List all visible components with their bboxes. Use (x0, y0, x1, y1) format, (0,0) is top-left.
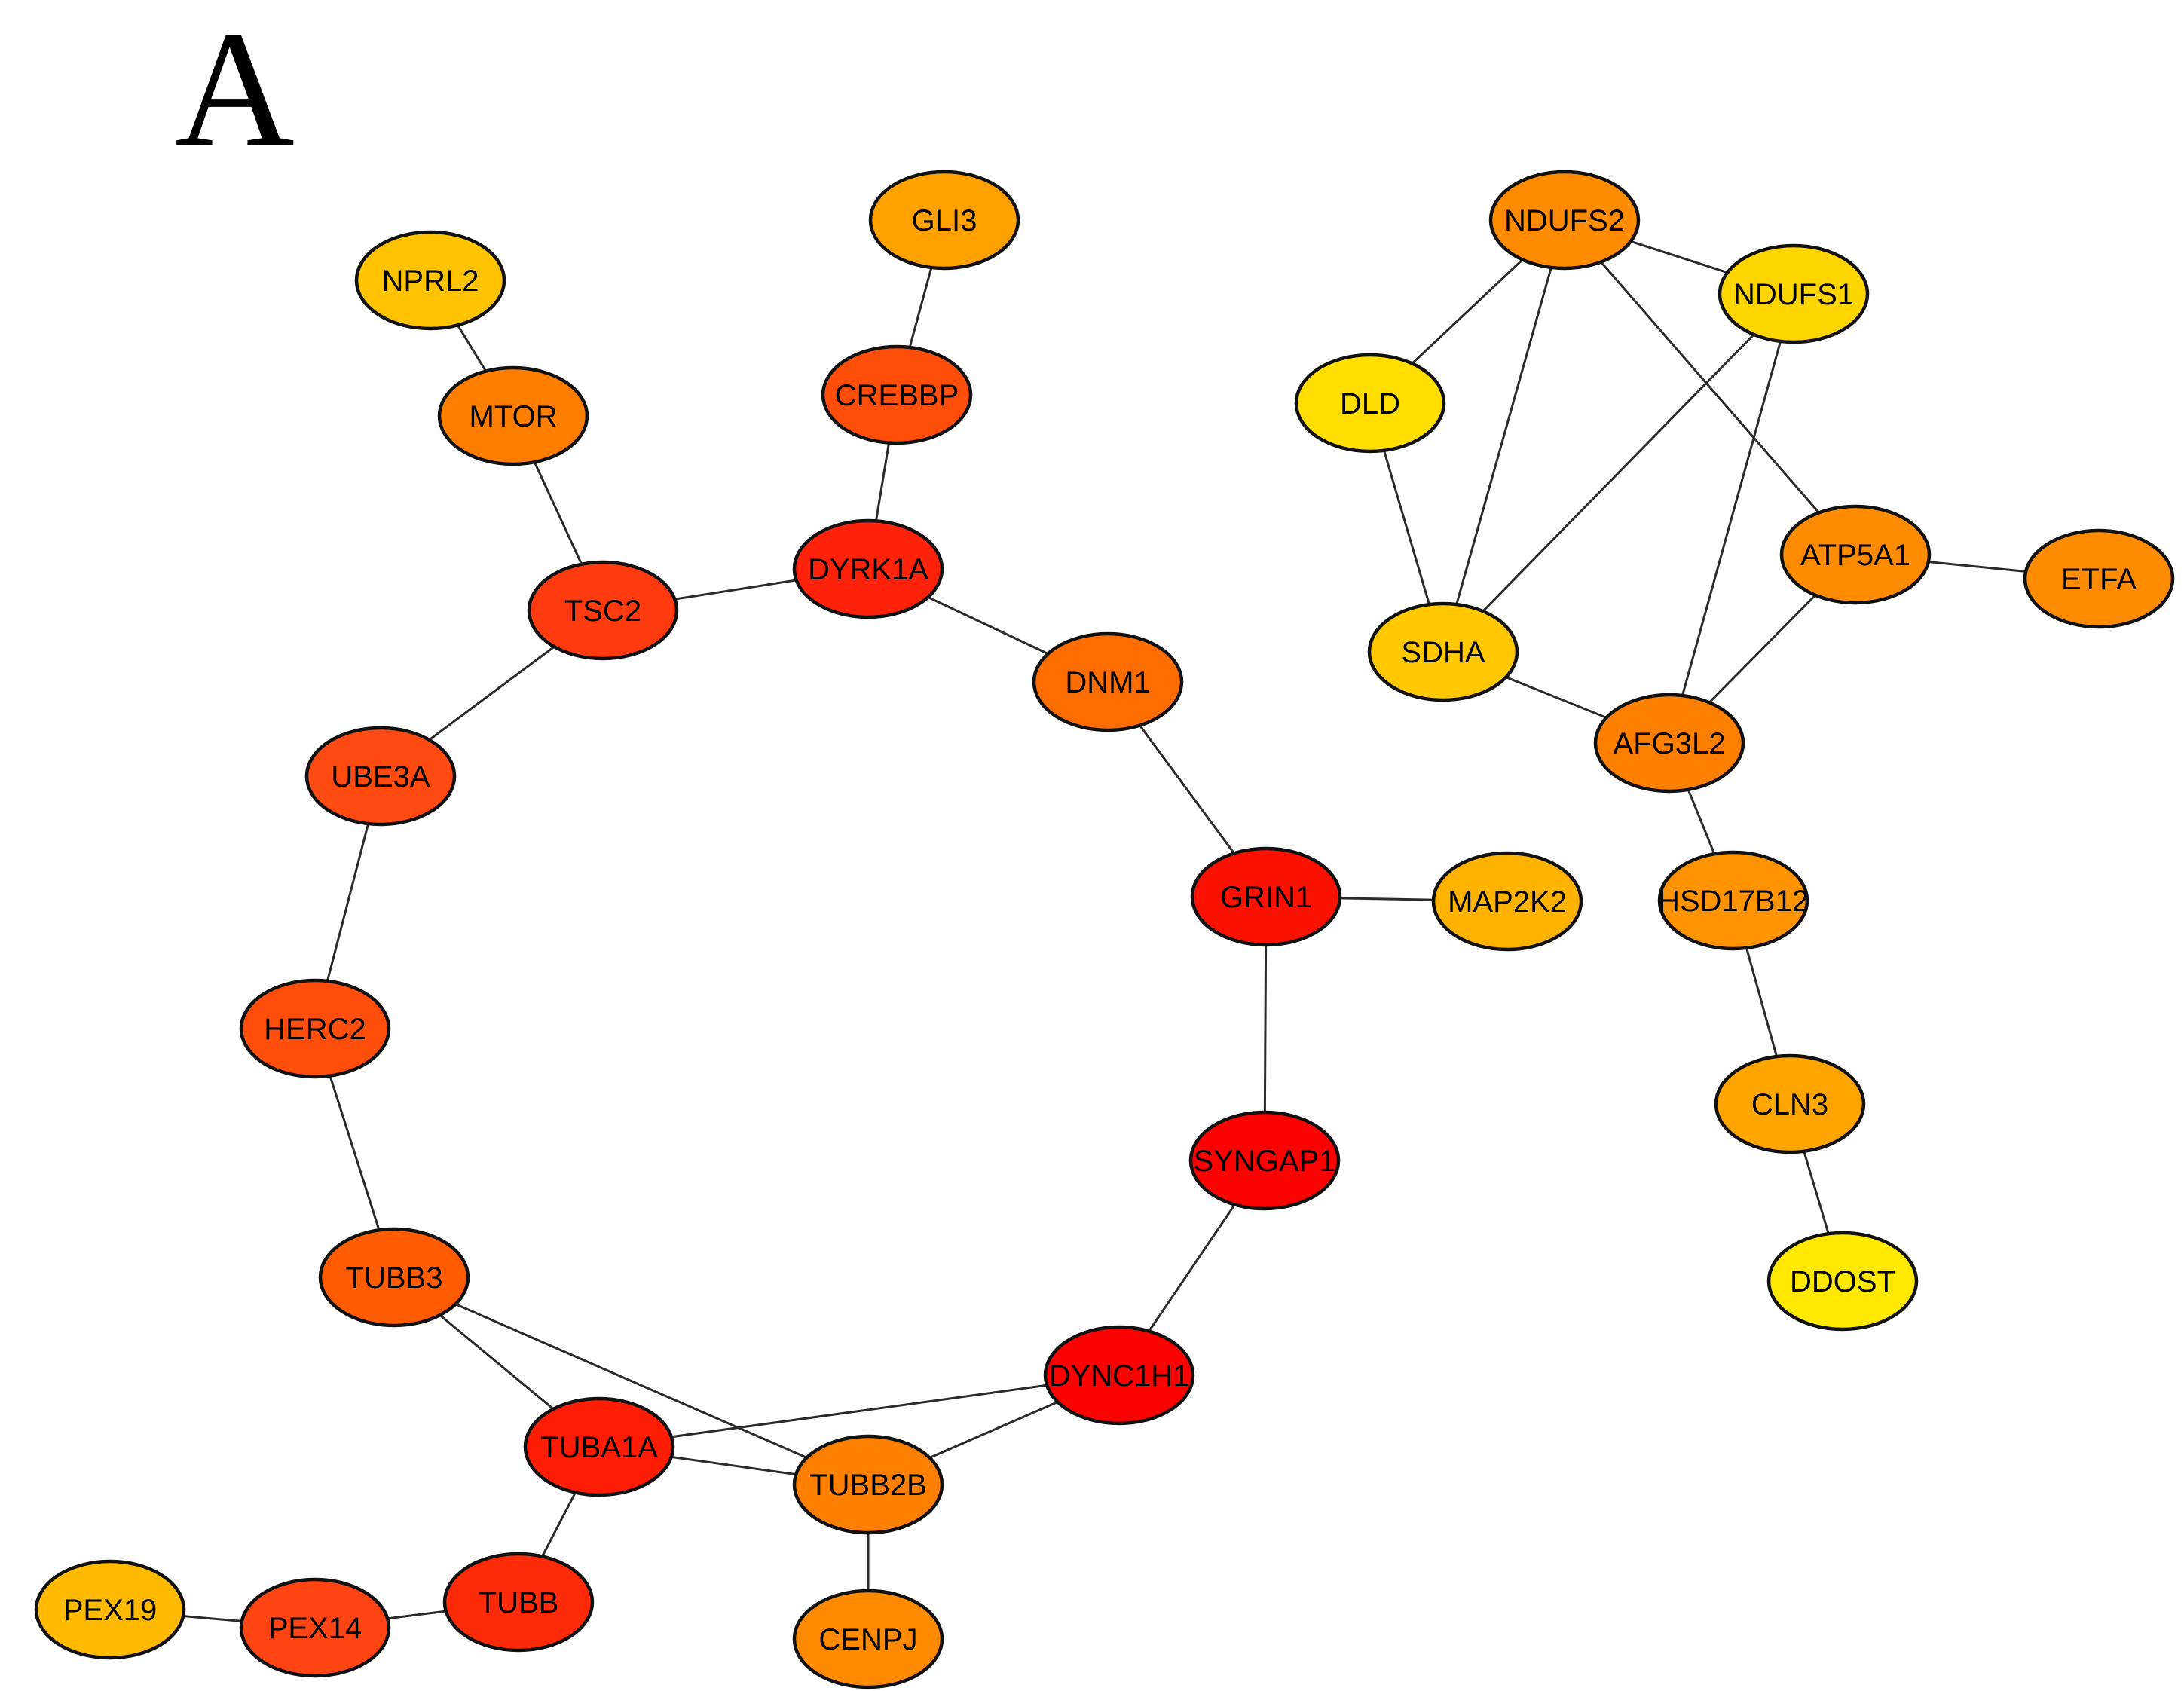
node-tubb2b: TUBB2B (792, 1434, 944, 1535)
node-hsd17b12: HSD17B12 (1657, 850, 1809, 951)
node-syngap1: SYNGAP1 (1188, 1110, 1341, 1211)
edge-ndufs2-sdha (1442, 219, 1566, 653)
edge-ndufs2-atp5a1 (1563, 219, 1857, 555)
node-herc2: HERC2 (239, 978, 391, 1079)
node-crebbp: CREBBP (821, 344, 973, 445)
node-ellipse-pex19 (34, 1559, 186, 1660)
node-sdha: SDHA (1367, 601, 1519, 702)
node-ndufs1: NDUFS1 (1718, 243, 1870, 344)
node-ellipse-grin1 (1190, 846, 1342, 947)
node-ellipse-mtor (437, 365, 589, 466)
node-dync1h1: DYNC1H1 (1043, 1325, 1195, 1426)
node-ellipse-crebbp (821, 344, 973, 445)
edge-tubb3-tubb2b (393, 1276, 869, 1486)
node-ndufs2: NDUFS2 (1488, 170, 1641, 271)
node-ellipse-ube3a (304, 726, 457, 827)
node-ellipse-etfa (2023, 528, 2175, 629)
node-tsc2: TSC2 (527, 560, 679, 661)
node-afg3l2: AFG3L2 (1593, 693, 1745, 794)
node-ellipse-tubb3 (318, 1227, 470, 1328)
node-ellipse-ndufs1 (1718, 243, 1870, 344)
node-ellipse-cenpj (792, 1589, 944, 1689)
node-ellipse-sdha (1367, 601, 1519, 702)
node-ellipse-ndufs2 (1488, 170, 1641, 271)
node-map2k2: MAP2K2 (1431, 851, 1583, 952)
node-gli3: GLI3 (868, 170, 1020, 271)
node-dld: DLD (1294, 353, 1446, 454)
node-ellipse-cln3 (1714, 1053, 1866, 1154)
node-mtor: MTOR (437, 365, 589, 466)
node-ellipse-herc2 (239, 978, 391, 1079)
edge-ndufs1-sdha (1442, 292, 1795, 653)
node-ellipse-hsd17b12 (1657, 850, 1809, 951)
node-ellipse-pex14 (239, 1577, 391, 1678)
node-nprl2: NPRL2 (354, 230, 506, 331)
edge-layer (109, 219, 2100, 1639)
node-ellipse-tubb (442, 1552, 595, 1653)
node-ellipse-dyrk1a (792, 518, 944, 619)
node-ellipse-afg3l2 (1593, 693, 1745, 794)
node-ellipse-dnm1 (1032, 631, 1184, 732)
node-tubb: TUBB (442, 1552, 595, 1653)
edge-tuba1a-dync1h1 (598, 1374, 1120, 1448)
node-pex19: PEX19 (34, 1559, 186, 1660)
node-ellipse-tubb2b (792, 1434, 944, 1535)
node-grin1: GRIN1 (1190, 846, 1342, 947)
node-ellipse-tuba1a (523, 1396, 675, 1497)
node-tubb3: TUBB3 (318, 1227, 470, 1328)
node-ellipse-syngap1 (1188, 1110, 1341, 1211)
panel-label: A (175, 0, 295, 181)
node-ellipse-dync1h1 (1043, 1325, 1195, 1426)
node-ddost: DDOST (1766, 1231, 1919, 1332)
node-ellipse-map2k2 (1431, 851, 1583, 952)
node-ellipse-atp5a1 (1779, 504, 1932, 605)
node-pex14: PEX14 (239, 1577, 391, 1678)
node-ellipse-tsc2 (527, 560, 679, 661)
node-ellipse-dld (1294, 353, 1446, 454)
node-dyrk1a: DYRK1A (792, 518, 944, 619)
node-ellipse-nprl2 (354, 230, 506, 331)
node-atp5a1: ATP5A1 (1779, 504, 1932, 605)
node-dnm1: DNM1 (1032, 631, 1184, 732)
node-ellipse-gli3 (868, 170, 1020, 271)
node-ube3a: UBE3A (304, 726, 457, 827)
node-cln3: CLN3 (1714, 1053, 1866, 1154)
node-tuba1a: TUBA1A (523, 1396, 675, 1497)
edge-ndufs1-afg3l2 (1668, 293, 1795, 744)
node-cenpj: CENPJ (792, 1589, 944, 1689)
node-etfa: ETFA (2023, 528, 2175, 629)
node-ellipse-ddost (1766, 1231, 1919, 1332)
